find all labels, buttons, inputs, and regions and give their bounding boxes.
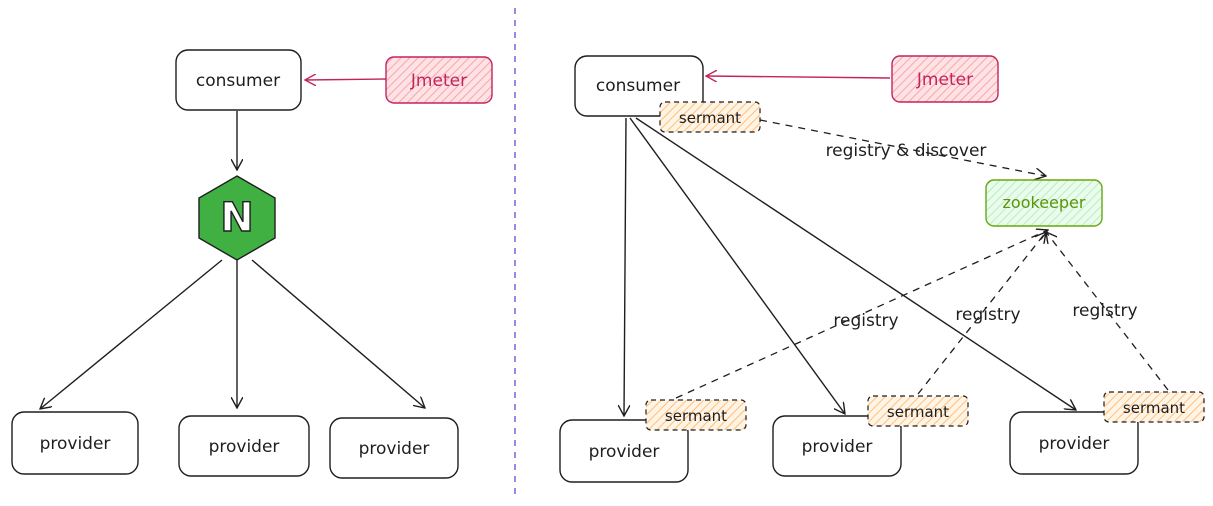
left-edges	[40, 79, 425, 409]
edge-consumer-to-provider-2	[629, 117, 845, 414]
consumer-node-left[interactable]: consumer	[175, 49, 302, 111]
edge-label-registry-discover: registry & discover	[826, 141, 987, 161]
edge-consumer-to-provider-1	[624, 117, 626, 416]
sermant-label: sermant	[679, 109, 741, 127]
provider-label: provider	[40, 434, 111, 454]
jmeter-node-right[interactable]: Jmeter	[891, 55, 999, 103]
provider-label: provider	[359, 439, 430, 459]
provider-label: provider	[802, 437, 873, 457]
edge-nginx-to-provider-1	[40, 259, 223, 409]
sermant-node-consumer[interactable]: sermant	[659, 101, 761, 133]
consumer-label-right: consumer	[596, 76, 680, 96]
sermant-label: sermant	[665, 407, 727, 425]
sermant-node-provider-2[interactable]: sermant	[867, 395, 969, 427]
edge-nginx-to-provider-3	[251, 259, 425, 408]
zookeeper-node[interactable]: zookeeper	[985, 179, 1103, 227]
provider-node-right-2[interactable]: provider	[772, 415, 902, 477]
edge-consumer-to-provider-3	[635, 117, 1076, 410]
edge-sermant-provider-1-to-zookeeper	[675, 230, 1048, 399]
provider-label: provider	[589, 442, 660, 462]
provider-node-left-2[interactable]: provider	[178, 415, 310, 477]
sermant-node-provider-3[interactable]: sermant	[1103, 391, 1205, 423]
sermant-label: sermant	[887, 403, 949, 421]
zookeeper-label: zookeeper	[1003, 193, 1086, 212]
provider-label: provider	[209, 437, 280, 457]
edge-label-registry-2: registry	[955, 305, 1020, 325]
edge-label-registry-3: registry	[1072, 301, 1137, 321]
consumer-label-left: consumer	[196, 71, 280, 91]
provider-node-left-1[interactable]: provider	[11, 411, 139, 475]
provider-node-right-3[interactable]: provider	[1009, 411, 1139, 475]
right-solid-edges	[624, 76, 1076, 416]
jmeter-label-right: Jmeter	[916, 70, 973, 90]
edge-sermant-consumer-to-zookeeper	[759, 119, 1046, 176]
edge-jmeter-to-consumer-right	[706, 76, 891, 78]
provider-node-right-1[interactable]: provider	[559, 419, 689, 483]
provider-label: provider	[1039, 434, 1110, 454]
nginx-icon[interactable]: N	[198, 175, 276, 261]
edge-jmeter-to-consumer-left	[305, 79, 387, 80]
edge-label-registry-1: registry	[833, 311, 898, 331]
jmeter-node-left[interactable]: Jmeter	[385, 56, 493, 104]
sermant-label: sermant	[1123, 399, 1185, 417]
right-dashed-edges	[675, 119, 1169, 399]
edge-sermant-provider-2-to-zookeeper	[917, 232, 1046, 395]
jmeter-label-left: Jmeter	[410, 71, 467, 91]
provider-node-left-3[interactable]: provider	[329, 417, 459, 479]
nginx-letter: N	[220, 195, 253, 241]
sermant-node-provider-1[interactable]: sermant	[645, 399, 747, 431]
consumer-node-right[interactable]: consumer	[574, 55, 704, 117]
